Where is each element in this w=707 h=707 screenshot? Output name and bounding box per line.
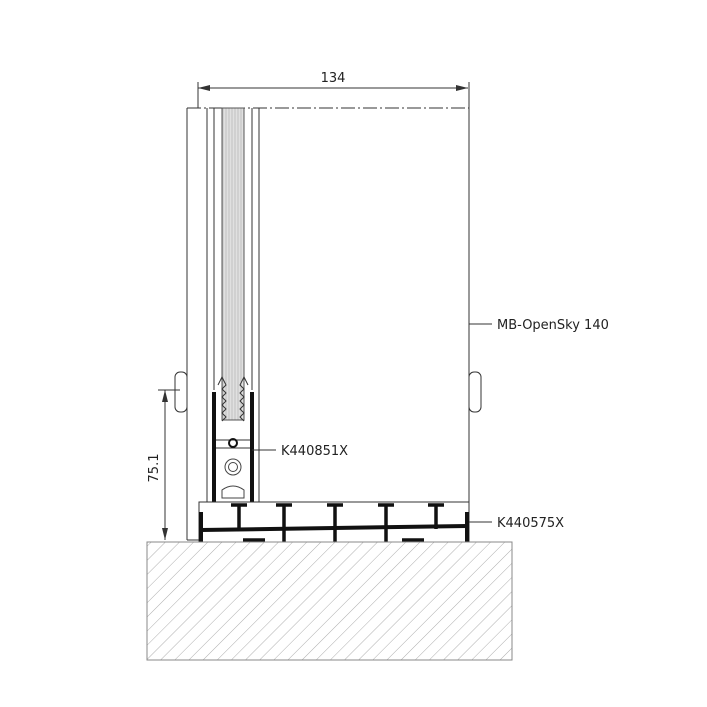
concrete-substrate: [146, 541, 513, 661]
glazing-profile-label: K440851X: [281, 444, 348, 459]
system-label: MB-OpenSky 140: [497, 318, 609, 333]
right-handle-knob: [468, 371, 482, 413]
glazing-profile: [212, 375, 254, 502]
height-dimension: 75.1: [147, 389, 180, 540]
base-profile-label: K440575X: [497, 516, 564, 531]
glass-pane: [221, 107, 245, 421]
left-handle-knob: [174, 371, 188, 413]
base-profile: [198, 501, 470, 543]
height-dimension-label: 75.1: [147, 454, 162, 483]
width-dimension-label: 134: [321, 71, 346, 86]
width-dimension: 134: [197, 71, 470, 108]
